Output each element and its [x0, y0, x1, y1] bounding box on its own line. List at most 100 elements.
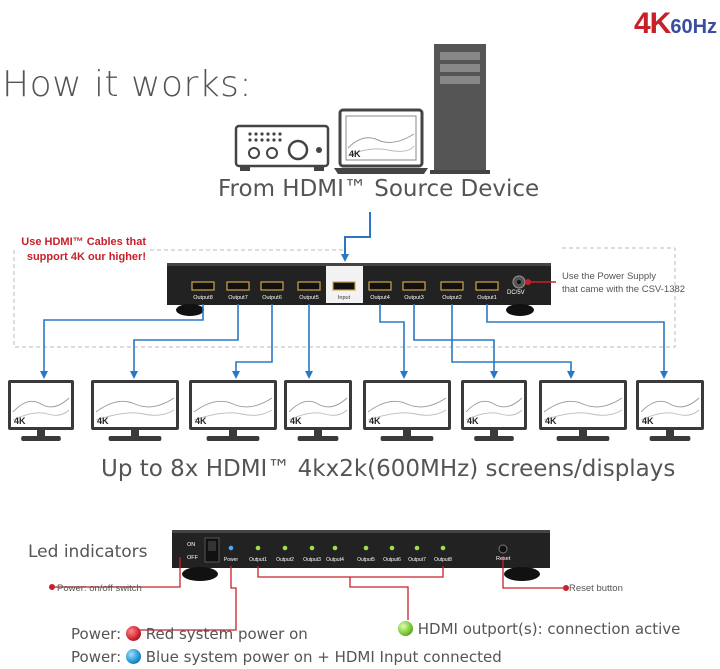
monitor-icon: 4K: [91, 380, 179, 441]
power-supply-note: Use the Power Supply that came with the …: [562, 270, 685, 296]
port-label: Output3: [404, 295, 424, 301]
green-led-icon: [398, 621, 413, 636]
hdmi-port: [191, 281, 215, 291]
power-supply-note-line1: Use the Power Supply: [562, 271, 656, 282]
legend-red: Power: Red system power on: [71, 625, 308, 643]
led-pointers: [52, 556, 566, 631]
port-label: Output5: [299, 295, 319, 301]
hdmi-port: [332, 281, 356, 291]
badge-60hz: 60Hz: [670, 16, 718, 38]
led-label: Output1: [249, 557, 267, 563]
monitor-icon: 4K: [636, 380, 704, 441]
svg-text:4K: 4K: [349, 149, 361, 159]
cable-note-line1: Use HDMI™ Cables that: [21, 236, 146, 248]
input-cable-arrow: [341, 212, 371, 262]
output-cable-arrow: [413, 304, 498, 379]
screen-badge: 4K: [290, 416, 302, 426]
hdmi-port: [260, 281, 284, 291]
blue-led-icon: [125, 649, 141, 664]
splitter-ports: Output8 Output7 Output6 Output5 Input Output4…: [191, 281, 499, 301]
monitor-icon: 4K: [363, 380, 451, 441]
laptop-icon: 4K: [334, 108, 428, 174]
output-cable-arrow: [451, 304, 575, 379]
hdmi-port: [368, 281, 392, 291]
output-led: [440, 545, 446, 551]
port-label: Output2: [442, 295, 462, 301]
badge-4k: 4K: [634, 7, 671, 40]
desktop-tower-icon: [430, 44, 490, 174]
monitor-icon: 4K: [539, 380, 627, 441]
screens-label: Up to 8x HDMI™ 4kx2k(600MHz) screens/dis…: [101, 456, 675, 482]
output-led: [282, 545, 288, 551]
output-cable-arrow: [130, 304, 239, 379]
led-label: Output5: [357, 557, 375, 563]
screens-label-text: Up to 8x HDMI™ 4kx2k(600MHz) screens/dis…: [101, 456, 676, 482]
reset-button: [498, 544, 508, 554]
cable-note: Use HDMI™ Cables that support 4K our hig…: [20, 235, 146, 265]
reset-button-note: Reset button: [569, 583, 623, 594]
led-label: Output7: [408, 557, 426, 563]
legend-red-text: Red system power on: [145, 625, 308, 643]
power-switch-note: Power: on/off switch: [57, 583, 142, 594]
screen-badge: 4K: [642, 416, 654, 426]
screen-badge: 4K: [545, 416, 557, 426]
monitor-icon: 4K: [8, 380, 74, 441]
monitor-icon: 4K: [284, 380, 352, 441]
legend-blue-prefix: Power:: [71, 648, 122, 666]
cable-note-line2: support 4K our higher!: [26, 251, 146, 263]
output-led: [255, 545, 261, 551]
port-label: Output8: [193, 295, 213, 301]
output-led: [363, 545, 369, 551]
led-label: Output6: [383, 557, 401, 563]
four-k-60hz-logo: 4K60Hz: [634, 7, 717, 41]
hdmi-port: [226, 281, 250, 291]
output-cable-arrow: [40, 304, 204, 379]
led-label: Output2: [276, 557, 294, 563]
output-led: [389, 545, 395, 551]
audio-receiver-icon: [234, 124, 330, 171]
output-cables: [40, 304, 668, 379]
led-label: Power: [224, 557, 239, 563]
screen-badge: 4K: [14, 416, 26, 426]
output-led: [309, 545, 315, 551]
monitor-icon: 4K: [189, 380, 277, 441]
hdmi-port: [402, 281, 426, 291]
switch-off-label: OFF: [187, 555, 198, 561]
port-label: Output1: [477, 295, 497, 301]
port-label: Output4: [370, 295, 390, 301]
screen-badge: 4K: [97, 416, 109, 426]
display-row: 4K 4K 4K 4K 4K 4K 4K 4K: [8, 380, 704, 441]
legend-blue-text: Blue system power on + HDMI Input connec…: [145, 648, 502, 666]
port-label: Output7: [228, 295, 248, 301]
splitter-top-panel: [172, 530, 550, 581]
output-led: [414, 545, 420, 551]
output-cable-arrow: [486, 304, 668, 379]
output-cable-arrow: [379, 304, 408, 379]
screen-badge: 4K: [369, 416, 381, 426]
red-led-icon: [125, 626, 141, 641]
screen-badge: 4K: [195, 416, 207, 426]
screen-badge: 4K: [467, 416, 479, 426]
legend-green: HDMI outport(s): connection active: [398, 620, 680, 638]
led-label: Output8: [434, 557, 452, 563]
power-supply-note-line2: that came with the CSV-1382: [562, 284, 686, 295]
switch-on-label: ON: [187, 542, 196, 548]
output-cable-arrow: [232, 304, 273, 379]
source-devices: 4K: [234, 44, 490, 174]
led-indicators-title: Led indicators: [28, 542, 148, 562]
monitor-icon: 4K: [461, 380, 527, 441]
source-device-label: From HDMI™ Source Device: [218, 176, 539, 202]
cable-bracket: [13, 247, 676, 348]
port-label: Input: [338, 295, 351, 301]
output-led: [332, 545, 338, 551]
port-label: Output6: [262, 295, 282, 301]
led-label: Output3: [303, 557, 321, 563]
hdmi-port: [440, 281, 464, 291]
power-led: [228, 545, 234, 551]
legend-red-prefix: Power:: [71, 625, 122, 643]
legend-blue: Power: Blue system power on + HDMI Input…: [71, 648, 502, 666]
source-label-text: From HDMI™ Source Device: [218, 176, 540, 202]
